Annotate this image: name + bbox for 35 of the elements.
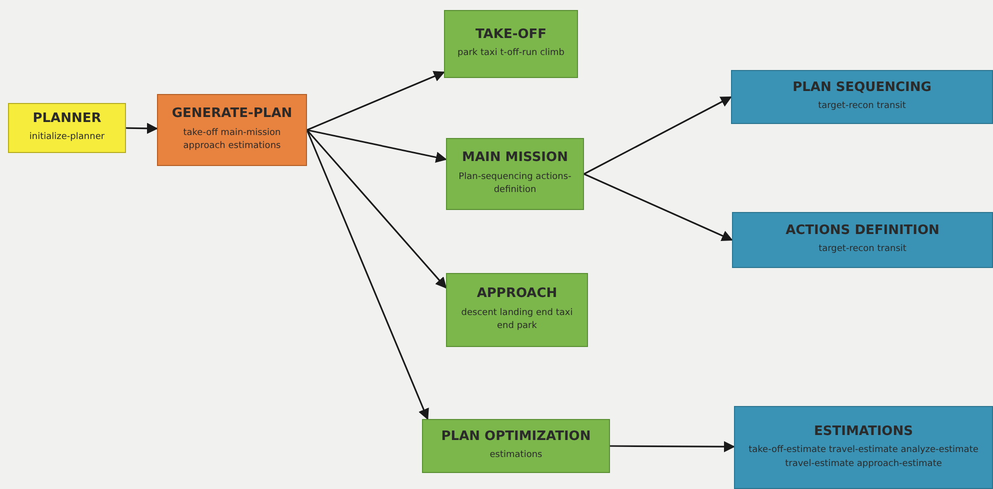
arrow [306, 129, 448, 163]
box-subtitle: park taxi t-off-run climb [457, 47, 565, 60]
process-box [157, 94, 307, 166]
box-title: PLANNER [32, 111, 102, 128]
process-box [734, 406, 993, 489]
process-box [446, 138, 584, 210]
process-box [446, 273, 588, 347]
process-box [732, 212, 993, 268]
process-box [444, 10, 578, 78]
box-title: TAKE-OFF [475, 27, 547, 44]
arrow [126, 122, 158, 134]
box-title: PLAN OPTIMIZATION [441, 429, 591, 446]
process-box [731, 70, 993, 124]
arrow [306, 71, 446, 131]
box-title: MAIN MISSION [462, 150, 568, 167]
box-title: APPROACH [476, 286, 558, 303]
box-title: ACTIONS DEFINITION [786, 223, 940, 240]
box-subtitle: target-recon transit [818, 243, 906, 256]
process-box [422, 419, 610, 473]
box-title: ESTIMATIONS [814, 424, 913, 440]
box-subtitle: descent landing end taxi end park [460, 306, 574, 334]
box-subtitle: estimations [490, 449, 542, 462]
arrow [584, 173, 734, 241]
box-title: GENERATE-PLAN [172, 106, 292, 123]
box-subtitle: take-off main-mission approach estimations [182, 126, 282, 154]
box-subtitle: take-off-estimate travel-estimate analyze-estimate travel-estimate approach-estimate [748, 444, 980, 471]
arrow [306, 130, 429, 420]
box-title: PLAN SEQUENCING [792, 80, 932, 96]
box-subtitle: target-recon transit [818, 100, 906, 114]
arrow [584, 96, 732, 175]
box-subtitle: initialize-planner [29, 131, 105, 144]
arrow [610, 441, 736, 452]
arrow [306, 129, 447, 289]
process-box [8, 103, 126, 153]
box-subtitle: Plan-sequencing actions-definition [458, 170, 572, 198]
